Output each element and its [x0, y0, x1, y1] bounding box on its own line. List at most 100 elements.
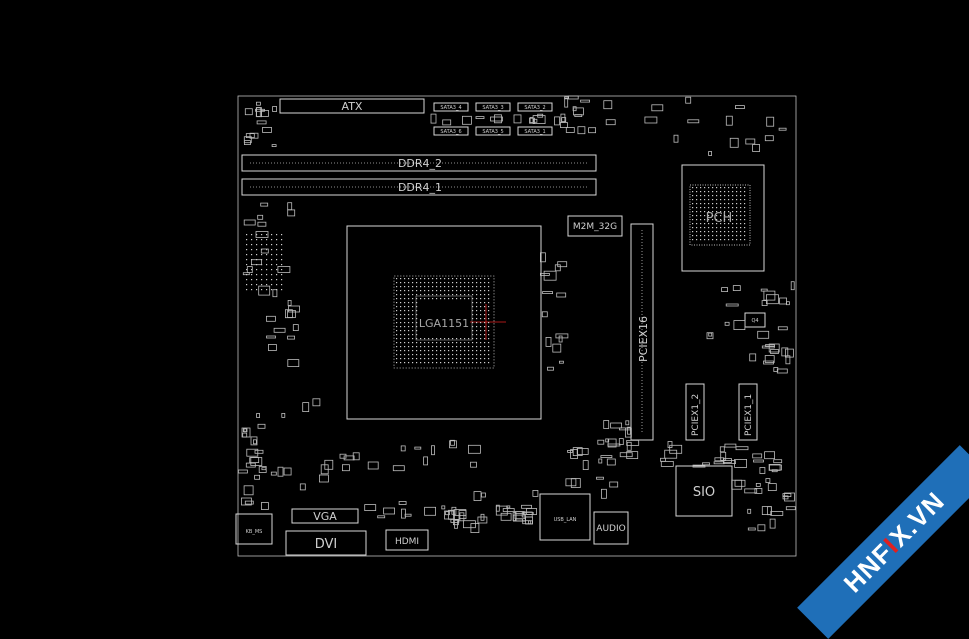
pin-dot — [740, 235, 742, 237]
pin-dot — [704, 195, 706, 197]
pin-dot — [472, 330, 474, 332]
pin-dot — [420, 282, 422, 284]
pin-dot — [476, 362, 478, 364]
pin-dot — [251, 259, 253, 261]
smd-part — [260, 502, 269, 510]
pin-dot — [484, 298, 486, 300]
pin-dot — [412, 290, 414, 292]
pin-dot — [484, 302, 486, 304]
pin-dot — [712, 231, 714, 233]
ddr4-slot-1[interactable]: DDR4_1 — [241, 178, 597, 196]
pin-dot — [720, 239, 722, 241]
usb-lan-port[interactable]: USB_LAN — [539, 493, 591, 541]
pin-dot — [452, 338, 454, 340]
pin-dot — [436, 278, 438, 280]
sata-label-2: SATA3_3 — [482, 105, 503, 111]
smd-part — [454, 519, 458, 529]
sata-label-3: SATA3_2 — [524, 105, 545, 111]
pin-dot — [281, 254, 283, 256]
pin-dot — [732, 195, 734, 197]
dvi-port[interactable]: DVI — [285, 530, 367, 556]
pin-dot — [724, 207, 726, 209]
pin-dot — [408, 338, 410, 340]
smd-part — [777, 326, 788, 331]
smd-part — [529, 117, 535, 124]
pin-dot — [716, 199, 718, 201]
kb-ms-port[interactable]: KB_MS — [235, 513, 273, 545]
pin-dot — [488, 350, 490, 352]
smd-part — [660, 460, 674, 467]
pciex1-slot-1[interactable]: PCIEX1_1 — [738, 383, 758, 441]
sata-label-1: SATA3_4 — [440, 105, 461, 111]
smd-part — [747, 527, 756, 531]
pin-dot — [408, 362, 410, 364]
sio-chip[interactable]: SIO — [675, 465, 733, 517]
pin-dot — [480, 350, 482, 352]
pin-dot — [724, 195, 726, 197]
pin-dot — [468, 362, 470, 364]
audio-port[interactable]: AUDIO — [593, 511, 629, 545]
pin-dot — [432, 346, 434, 348]
pin-dot — [246, 234, 248, 236]
m2-slot[interactable]: M2M_32G — [567, 215, 623, 237]
vga-port[interactable]: VGA — [291, 508, 359, 524]
pin-dot — [416, 278, 418, 280]
smd-part — [766, 116, 775, 127]
pin-dot — [488, 318, 490, 320]
pin-dot — [404, 358, 406, 360]
pin-dot — [408, 278, 410, 280]
smd-part — [262, 127, 272, 133]
pin-dot — [724, 199, 726, 201]
smd-part — [265, 315, 276, 322]
sata-ports[interactable]: SATA3_4 SATA3_3 SATA3_2 SATA3_6 SATA3_5 … — [433, 102, 553, 136]
ddr4-slot-2[interactable]: DDR4_2 — [241, 154, 597, 172]
pin-dot — [708, 199, 710, 201]
smd-part — [526, 508, 537, 515]
pin-dot — [488, 346, 490, 348]
pin-dot — [448, 286, 450, 288]
pin-dot — [472, 286, 474, 288]
pin-dot — [704, 211, 706, 213]
pin-dot — [271, 279, 273, 281]
smd-part — [779, 297, 787, 305]
pin-dot — [246, 259, 248, 261]
pin-dot — [400, 294, 402, 296]
pin-dot — [704, 203, 706, 205]
sio-label: SIO — [693, 485, 715, 500]
pin-dot — [440, 282, 442, 284]
pin-dot — [472, 334, 474, 336]
pin-dot — [472, 318, 474, 320]
atx-connector[interactable]: ATX — [279, 98, 425, 114]
pin-dot — [412, 298, 414, 300]
pin-dot — [432, 338, 434, 340]
pin-dot — [700, 227, 702, 229]
pin-dot — [432, 362, 434, 364]
smd-part — [702, 462, 710, 466]
pch-chip[interactable]: PCH — [681, 164, 765, 272]
pin-dot — [484, 346, 486, 348]
pciex1-slot-2[interactable]: PCIEX1_2 — [685, 383, 705, 441]
q4-component[interactable]: Q4 — [744, 312, 766, 328]
sata-label-4: SATA3_6 — [440, 129, 461, 135]
pin-dot — [261, 239, 263, 241]
pin-dot — [448, 278, 450, 280]
pin-dot — [480, 326, 482, 328]
pin-dot — [420, 294, 422, 296]
pin-dot — [266, 264, 268, 266]
smd-part — [404, 513, 412, 517]
pin-dot — [456, 342, 458, 344]
pin-dot — [440, 342, 442, 344]
pin-dot — [728, 223, 730, 225]
cpu-socket[interactable]: LGA1151 — [346, 225, 542, 420]
pin-dot — [708, 195, 710, 197]
pin-dot — [700, 195, 702, 197]
pciex16-slot[interactable]: PCIEX16 — [630, 223, 654, 441]
pin-dot — [251, 254, 253, 256]
pin-dot — [472, 350, 474, 352]
pin-dot — [736, 187, 738, 189]
smd-part — [266, 335, 276, 339]
hdmi-port[interactable]: HDMI — [385, 529, 429, 551]
pin-dot — [396, 278, 398, 280]
smd-part — [249, 132, 259, 139]
smd-part — [692, 464, 706, 468]
